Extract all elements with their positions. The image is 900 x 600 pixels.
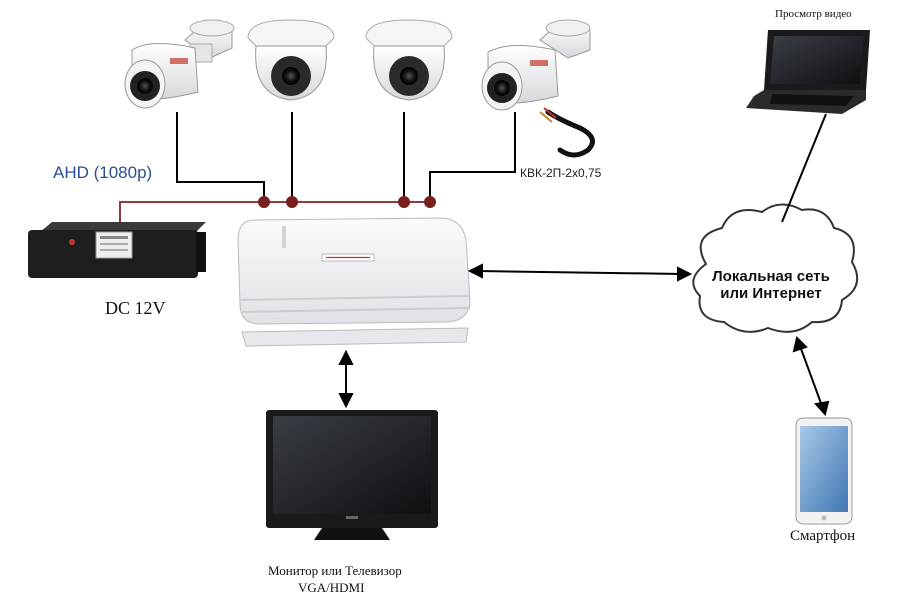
power-label: DC 12V xyxy=(105,298,166,318)
cable-icon xyxy=(539,107,595,158)
power-wire xyxy=(119,201,430,222)
smartphone-icon xyxy=(795,417,853,525)
cloud-icon xyxy=(692,203,859,333)
view-label: Просмотр видео xyxy=(775,8,852,20)
monitor-label-line1: Монитор или Телевизор xyxy=(268,563,402,578)
camera-wires xyxy=(176,112,516,202)
bullet-camera-icon xyxy=(481,19,591,111)
dome-camera-icon xyxy=(247,19,335,101)
monitor-label-line2: VGA/HDMI xyxy=(298,580,365,595)
smartphone-label: Смартфон xyxy=(790,528,856,544)
laptop-icon xyxy=(746,30,870,114)
signal-label: AHD (1080p) xyxy=(53,163,153,182)
network-label-line2: или Интернет xyxy=(720,285,822,302)
power-supply-icon xyxy=(28,222,206,278)
monitor-icon xyxy=(266,410,438,540)
dome-camera-icon xyxy=(365,19,453,101)
bullet-camera-icon xyxy=(124,19,235,109)
connection-lines xyxy=(338,113,830,417)
network-label-line1: Локальная сеть xyxy=(712,268,830,285)
dvr-recorder-icon xyxy=(237,217,471,347)
wire-junctions xyxy=(258,196,436,208)
cable-label: КВК-2П-2х0,75 xyxy=(520,166,602,180)
